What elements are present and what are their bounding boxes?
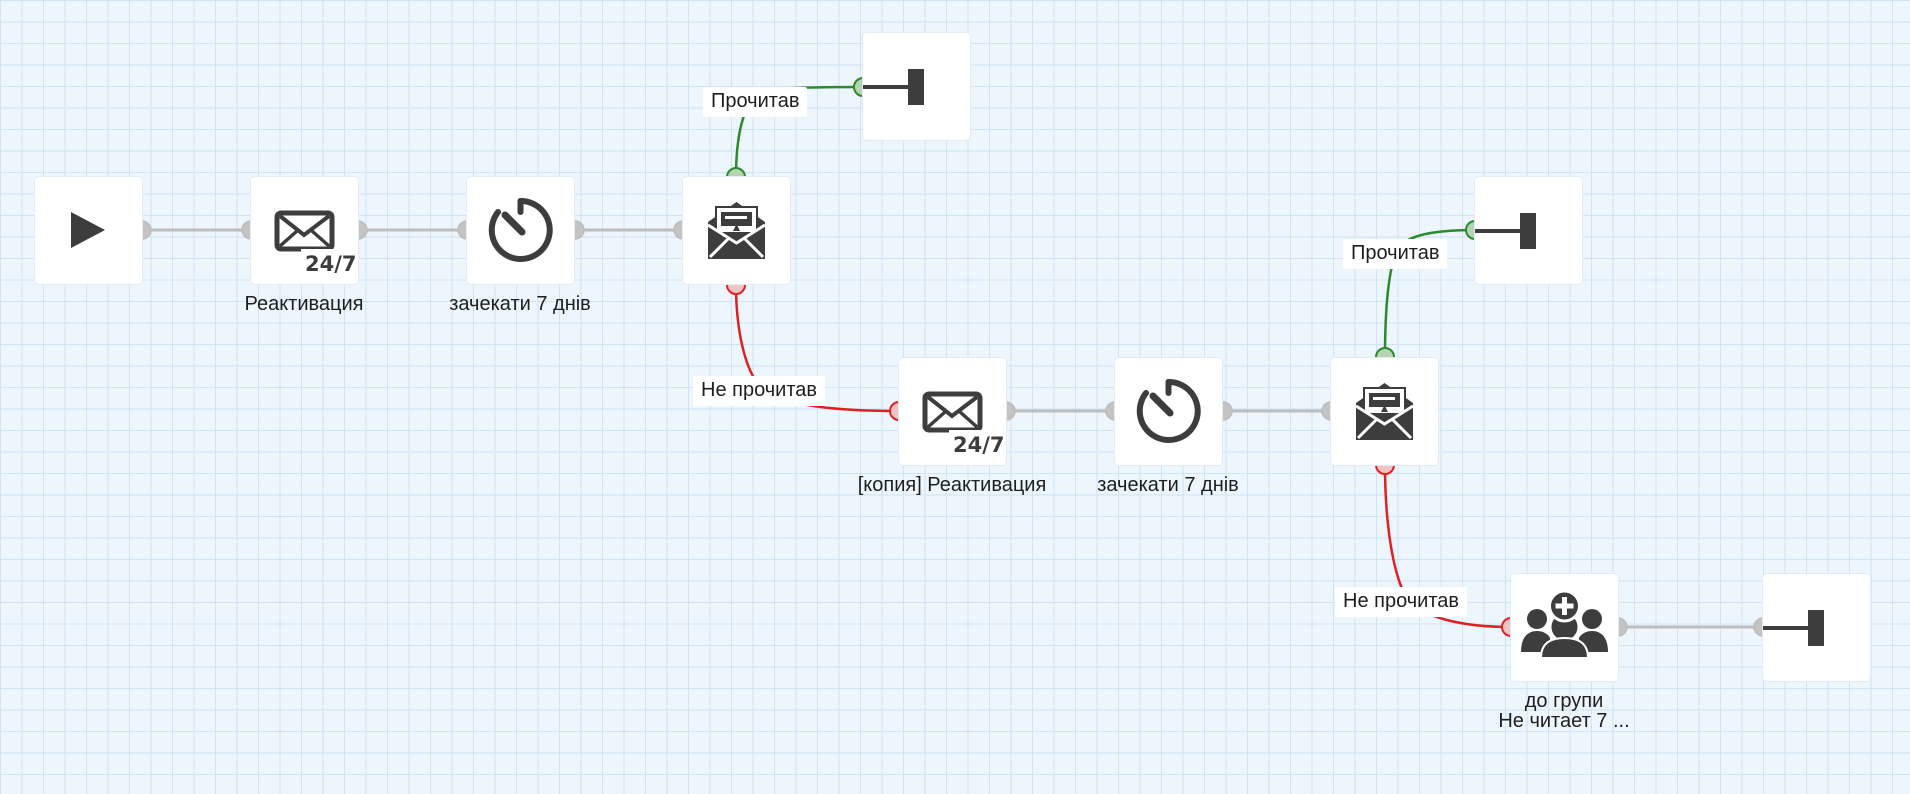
edge-label-read: Прочитав	[1343, 239, 1448, 269]
end-icon	[1763, 610, 1824, 646]
delay-node-7-days[interactable]	[1115, 358, 1222, 465]
envelope-icon: 24/7	[274, 210, 357, 277]
edge-label-not-read: Не прочитав	[693, 376, 826, 406]
add-to-group-node[interactable]	[1511, 574, 1618, 681]
end-node[interactable]	[863, 33, 970, 140]
email-node-caption: Реактивация	[244, 293, 364, 315]
delay-node-caption: зачекати 7 днів	[1097, 474, 1239, 496]
edge-label-read: Прочитав	[703, 87, 808, 117]
delay-node-caption: зачекати 7 днів	[449, 293, 591, 315]
email-opened-condition-node[interactable]	[1331, 358, 1438, 465]
email-node-reactivation[interactable]: 24/7	[251, 177, 358, 284]
end-icon	[1475, 213, 1536, 249]
open-envelope-icon	[707, 202, 766, 259]
envelope-icon: 24/7	[922, 391, 1005, 458]
start-node[interactable]	[35, 177, 142, 284]
open-envelope-icon	[1355, 383, 1414, 440]
edge-label-not-read: Не прочитав	[1335, 587, 1468, 617]
end-node[interactable]	[1475, 177, 1582, 284]
timer-icon	[1136, 378, 1201, 443]
group-node-caption-line2: Не читает 7 ...	[1498, 710, 1630, 732]
email-opened-condition-node[interactable]	[683, 177, 790, 284]
email-node-reactivation-copy[interactable]: 24/7	[899, 358, 1006, 465]
end-icon	[863, 69, 924, 105]
timer-icon	[488, 197, 553, 262]
play-icon	[71, 212, 105, 248]
delay-node-7-days[interactable]	[467, 177, 574, 284]
add-group-icon	[1521, 589, 1608, 659]
schedule-badge: 24/7	[953, 433, 1005, 457]
end-node[interactable]	[1763, 574, 1870, 681]
email-node-caption: [копия] Реактивация	[857, 474, 1047, 496]
group-node-caption-line1: до групи	[1524, 690, 1604, 712]
schedule-badge: 24/7	[305, 252, 357, 276]
